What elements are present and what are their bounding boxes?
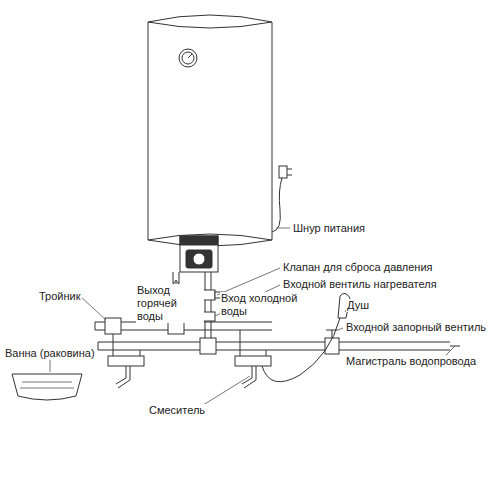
part-label: Выход горячей воды: [136, 284, 204, 323]
part-label: Душ: [346, 299, 370, 312]
part-label: Входной вентиль нагревателя: [282, 278, 438, 291]
part-label: Шнур питания: [292, 222, 366, 235]
part-label: Смеситель: [148, 404, 206, 417]
part-label: Тройник: [38, 290, 82, 303]
part-label: Магистраль водопровода: [345, 355, 477, 368]
part-label: Клапан для сброса давления: [282, 261, 434, 274]
part-label: Ванна (раковина): [4, 347, 96, 360]
part-label: Вход холодной воды: [220, 292, 304, 318]
part-label: Входной запорный вентиль: [345, 321, 487, 334]
